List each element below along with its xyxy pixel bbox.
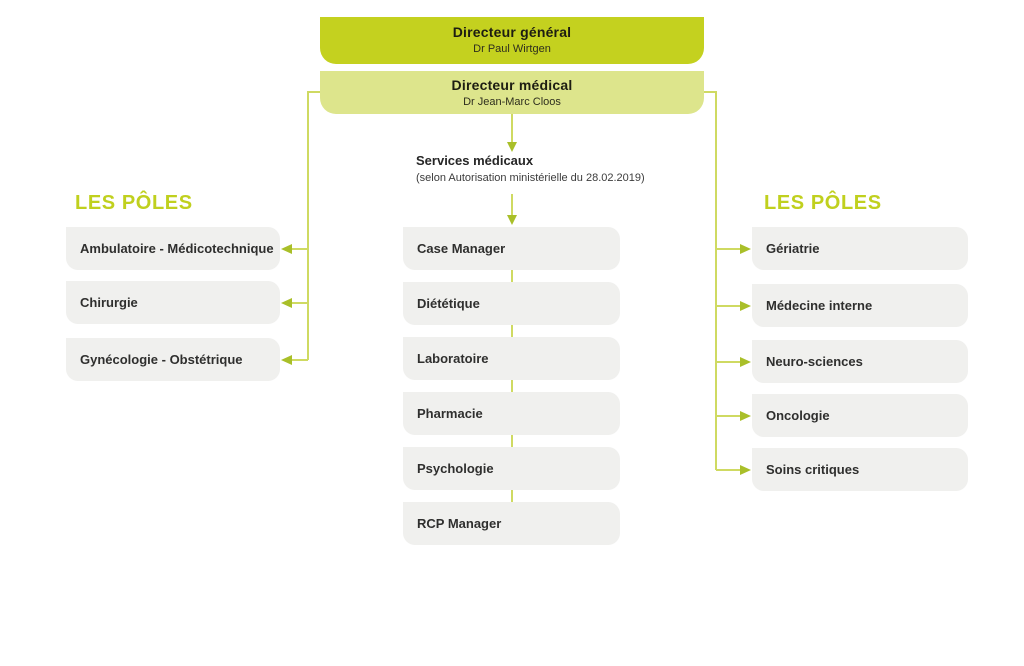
pole-item: Gériatrie — [752, 227, 968, 270]
director-general-title: Directeur général — [452, 24, 572, 40]
arrowhead-icon — [740, 301, 751, 311]
arrowhead-icon — [740, 357, 751, 367]
service-item: Diététique — [403, 282, 620, 325]
medical-services-label: Services médicaux (selon Autorisation mi… — [416, 153, 645, 184]
center-connector — [507, 114, 517, 502]
service-item: Laboratoire — [403, 337, 620, 380]
poles-heading-left: LES PÔLES — [75, 192, 193, 214]
left-connector — [281, 91, 320, 365]
service-item: Case Manager — [403, 227, 620, 270]
arrowhead-icon — [740, 411, 751, 421]
director-medical-title: Directeur médical — [451, 77, 573, 93]
right-connector — [704, 91, 751, 475]
pole-item: Oncologie — [752, 394, 968, 437]
director-medical-box: Directeur médical Dr Jean-Marc Cloos — [320, 71, 704, 114]
arrowhead-icon — [281, 244, 292, 254]
service-item: Psychologie — [403, 447, 620, 490]
pole-item: Ambulatoire - Médicotechnique — [66, 227, 280, 270]
poles-heading-right: LES PÔLES — [764, 192, 882, 214]
pole-item: Soins critiques — [752, 448, 968, 491]
service-item: RCP Manager — [403, 502, 620, 545]
arrowhead-icon — [281, 298, 292, 308]
arrowhead-icon — [507, 215, 517, 225]
pole-item: Médecine interne — [752, 284, 968, 327]
arrowhead-icon — [740, 244, 751, 254]
medical-services-subtitle: (selon Autorisation ministérielle du 28.… — [416, 172, 645, 184]
director-general-name: Dr Paul Wirtgen — [473, 43, 551, 55]
pole-item: Chirurgie — [66, 281, 280, 324]
arrowhead-icon — [281, 355, 292, 365]
service-item: Pharmacie — [403, 392, 620, 435]
director-general-box: Directeur général Dr Paul Wirtgen — [320, 17, 704, 64]
director-medical-name: Dr Jean-Marc Cloos — [463, 96, 561, 108]
medical-services-title: Services médicaux — [416, 153, 534, 168]
pole-item: Gynécologie - Obstétrique — [66, 338, 280, 381]
arrowhead-icon — [507, 142, 517, 152]
pole-item: Neuro-sciences — [752, 340, 968, 383]
arrowhead-icon — [740, 465, 751, 475]
